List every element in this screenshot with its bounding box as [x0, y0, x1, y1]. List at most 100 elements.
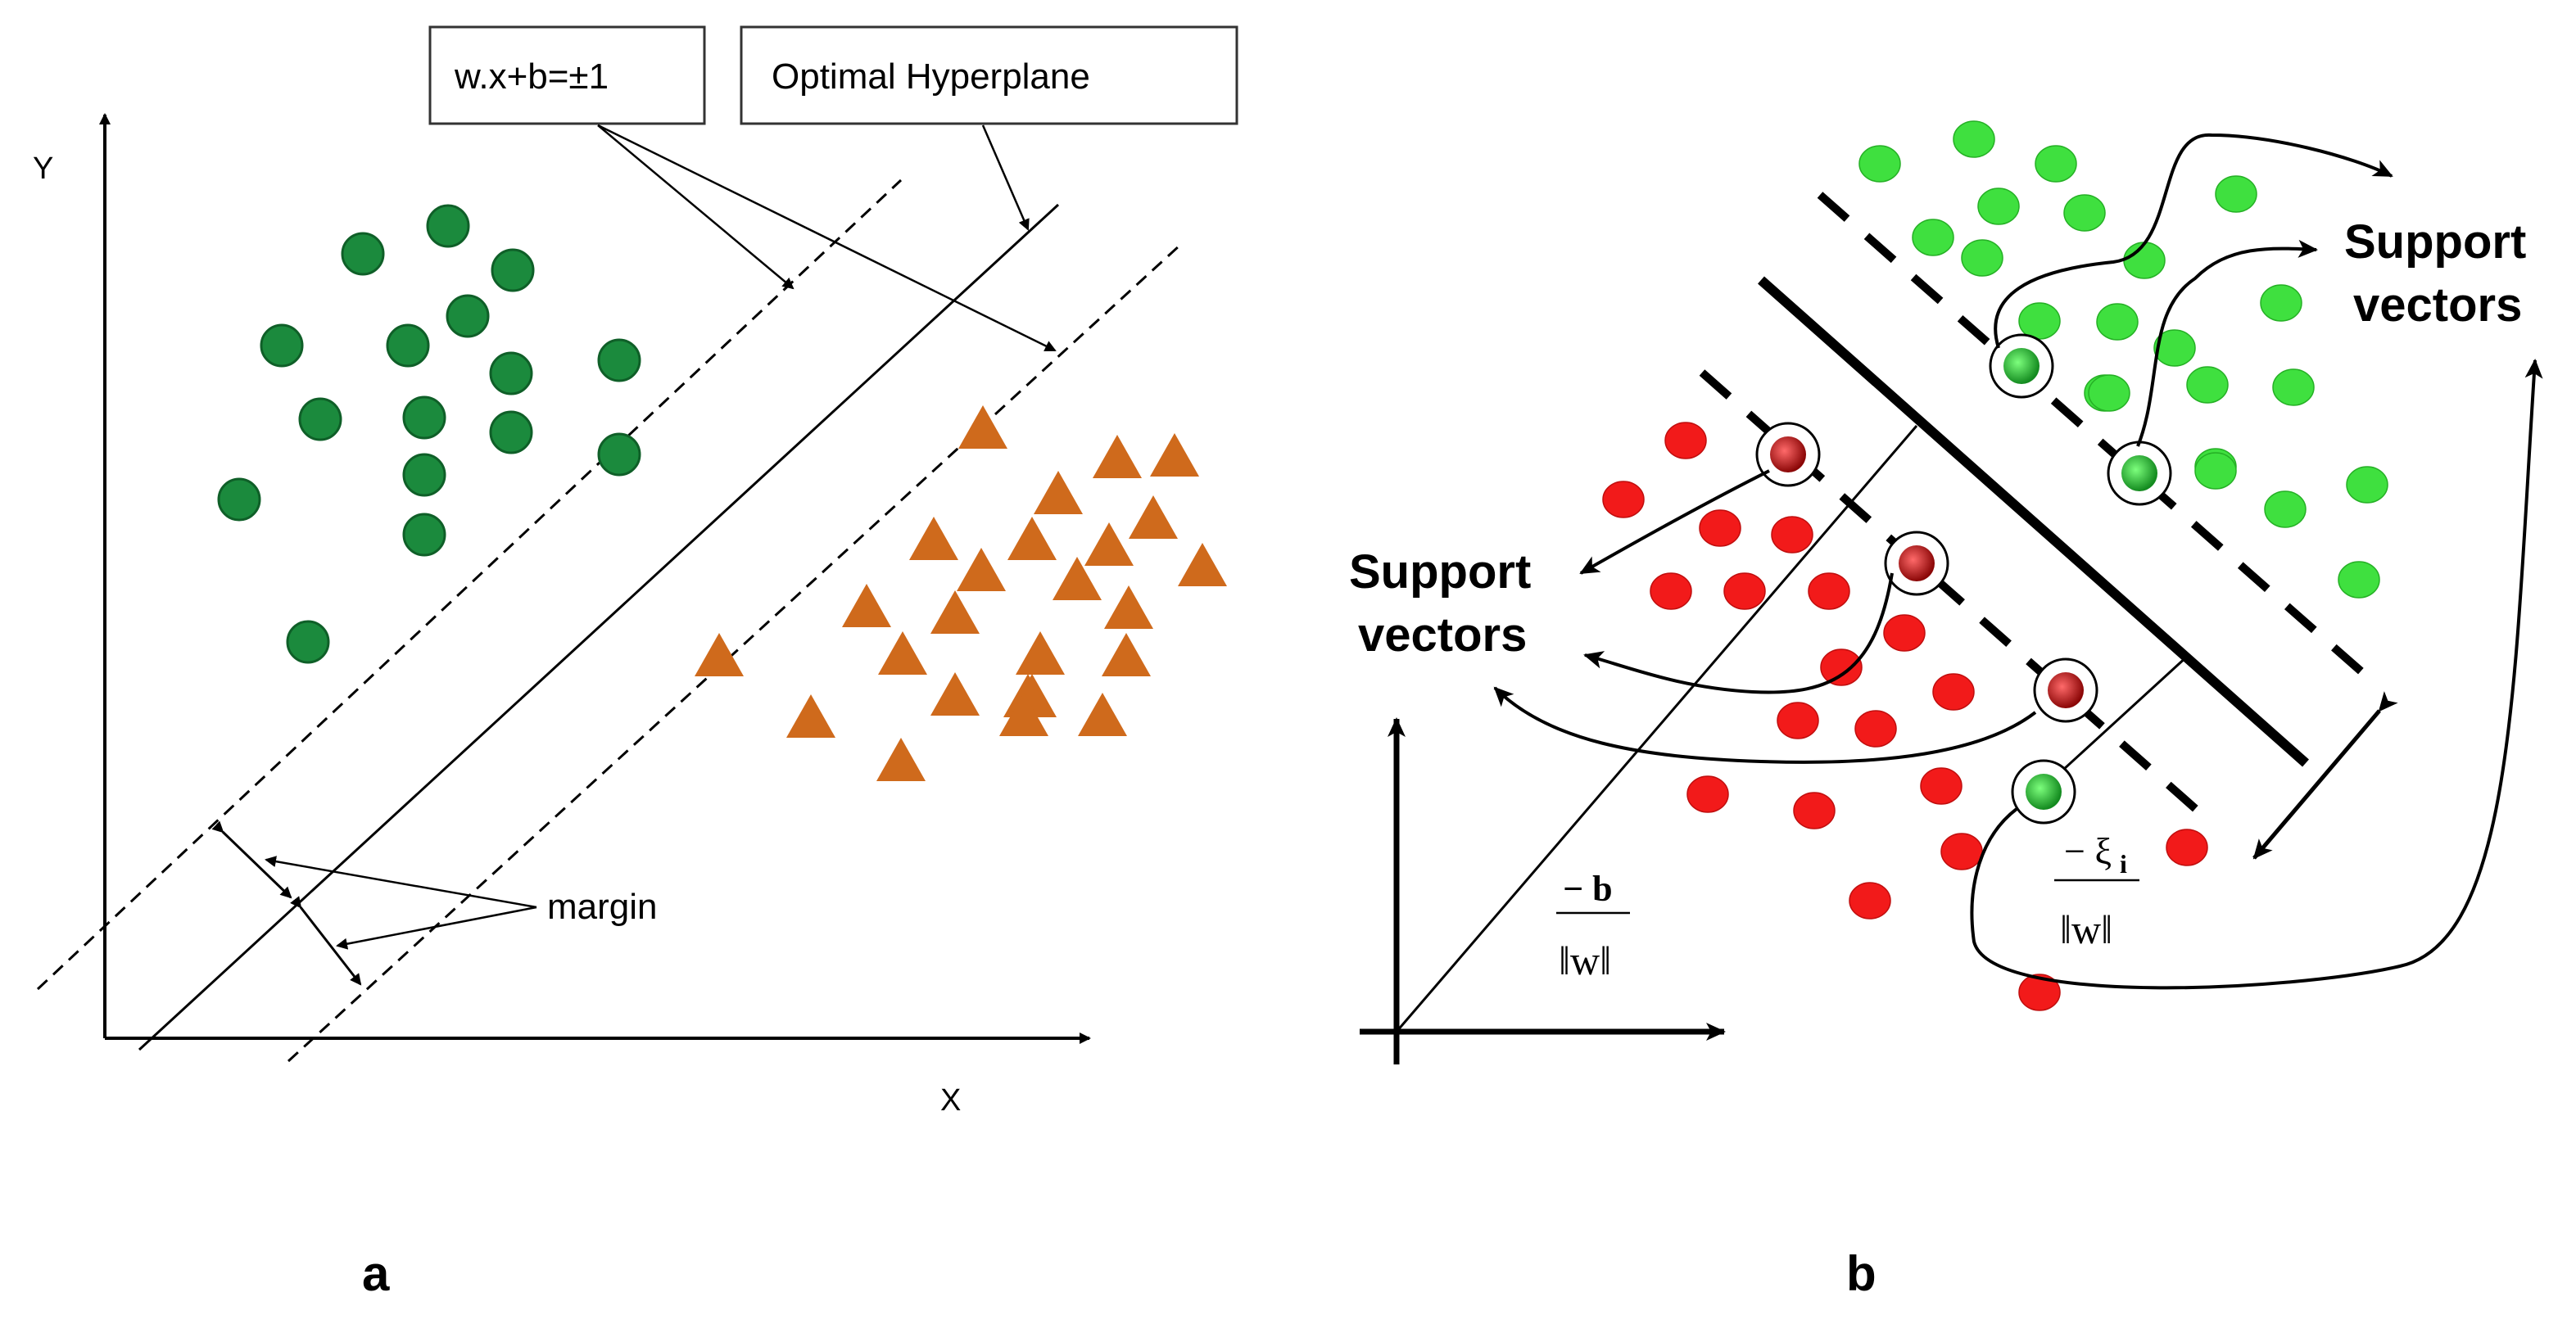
red-point: [1602, 481, 1645, 518]
b-margin-lower: [1699, 369, 2215, 826]
support-vectors-right-label-line2: vectors: [2353, 278, 2522, 332]
support-vectors-right-label-line1: Support: [2344, 215, 2526, 269]
triangle-point: [930, 672, 980, 716]
class-triangles: [695, 405, 1227, 781]
panel-a: Y X w.x+b=±1 Optimal Hyperplane margin: [33, 25, 1238, 1301]
triangle-point: [876, 738, 926, 781]
sv-red-1: [1770, 436, 1806, 472]
circle-point: [489, 351, 533, 395]
triangle-point: [1093, 435, 1142, 478]
equation-label: w.x+b=±1: [454, 56, 609, 97]
green-point: [2272, 368, 2315, 406]
panel-b: Support vectors Support vectors − b ‖w‖ …: [1349, 120, 2543, 1301]
margin-line-lower: [287, 244, 1181, 1063]
panel-a-letter: a: [362, 1246, 390, 1301]
circle-point: [217, 477, 261, 522]
green-point: [1977, 188, 2020, 225]
triangle-point: [1034, 471, 1083, 514]
pointer-hyperplane: [981, 124, 1030, 231]
red-point: [1686, 775, 1729, 813]
circle-point: [286, 620, 330, 664]
circle-point: [298, 397, 342, 441]
triangle-point: [1053, 557, 1102, 600]
green-point: [2018, 302, 2061, 340]
sv-green-1: [2003, 348, 2040, 384]
frac-xi-subscript: i: [2120, 849, 2127, 879]
frac-xi-denominator: ‖w‖: [2060, 906, 2112, 952]
red-point: [1723, 572, 1766, 610]
green-point: [2264, 490, 2307, 528]
sv-green-2: [2121, 455, 2157, 491]
triangle-point: [1007, 517, 1057, 560]
triangle-point: [909, 517, 958, 560]
triangle-point: [842, 584, 891, 627]
support-vectors-left-label-line1: Support: [1349, 545, 1531, 599]
b-hyperplane: [1758, 276, 2309, 767]
circle-point: [341, 232, 385, 276]
sv-red-3: [2048, 672, 2084, 708]
support-vectors: [1755, 333, 2172, 825]
circle-point: [260, 323, 304, 368]
red-point: [1664, 422, 1707, 459]
red-point: [1808, 572, 1850, 610]
equation-box: [428, 25, 706, 125]
triangle-point: [1003, 674, 1053, 717]
green-point: [2096, 303, 2139, 341]
b-margin-width-arrow: [2252, 691, 2398, 860]
red-point: [1849, 882, 1891, 920]
frac-xi-numerator: − ξ: [2064, 830, 2112, 872]
triangle-point: [695, 633, 744, 676]
triangle-point: [1084, 522, 1134, 566]
y-axis-label: Y: [33, 151, 53, 186]
hyperplane-box: [740, 25, 1238, 125]
support-vector-arrows-right: [1970, 133, 2543, 990]
circle-point: [386, 323, 430, 368]
origin-to-hyperplane-line: [1395, 425, 1918, 1033]
red-point: [1777, 702, 1819, 739]
triangle-point: [1150, 433, 1199, 477]
hyperplane-label: Optimal Hyperplane: [772, 56, 1090, 97]
red-point: [1920, 767, 1963, 805]
red-points: [1602, 422, 2208, 1011]
slack-line: [2042, 653, 2190, 789]
frac-b-numerator: − b: [1563, 869, 1613, 909]
margin-line-upper: [36, 178, 903, 991]
circle-point: [491, 248, 535, 292]
green-point: [2063, 194, 2106, 232]
green-point: [1961, 239, 2003, 277]
red-point: [2018, 974, 2061, 1011]
red-point: [1940, 833, 1983, 870]
margin-pointer-2: [336, 906, 537, 950]
red-point: [1793, 792, 1836, 829]
green-point: [2260, 284, 2302, 322]
curve-arrow-to-right-label-3: [1970, 359, 2543, 990]
margin-label: margin: [547, 887, 658, 927]
green-point: [2088, 374, 2130, 412]
sv-green-3: [2026, 774, 2062, 810]
green-point: [2338, 561, 2380, 599]
green-point: [2123, 242, 2166, 279]
circle-point: [402, 395, 446, 440]
green-point: [2194, 452, 2237, 490]
circle-point: [402, 513, 446, 557]
triangle-point: [930, 590, 980, 634]
triangle-point: [786, 694, 835, 738]
frac-b-denominator: ‖w‖: [1559, 938, 1611, 983]
triangle-point: [1016, 631, 1065, 675]
triangle-point: [958, 405, 1007, 449]
triangle-point: [957, 548, 1006, 591]
margin-arrow-lower: [290, 896, 362, 986]
green-point: [1858, 145, 1901, 183]
triangle-point: [1104, 585, 1153, 629]
margin-arrow-upper: [211, 820, 292, 899]
support-vectors-left-label-line2: vectors: [1358, 608, 1527, 662]
x-axis-label: X: [940, 1083, 961, 1118]
circle-point: [489, 410, 533, 454]
green-point: [1912, 219, 1954, 256]
curve-arrow-to-left-label-3: [1493, 686, 2037, 764]
red-point: [1820, 648, 1863, 686]
curve-arrow-to-right-label-2: [2136, 239, 2318, 447]
triangle-point: [999, 693, 1048, 736]
red-point: [1699, 509, 1741, 547]
